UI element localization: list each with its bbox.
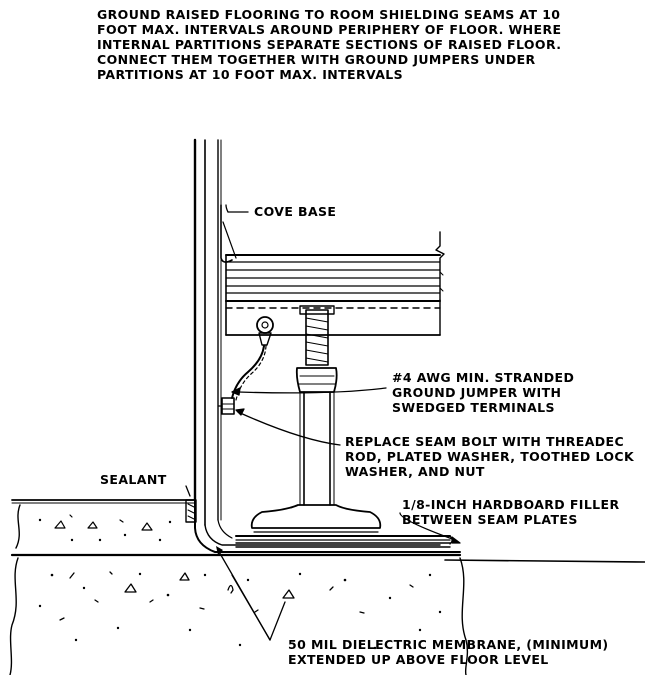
leader-lines xyxy=(186,205,460,640)
topping-dots xyxy=(38,518,172,542)
hardboard-line-1: 1/8-INCH HARDBOARD FILLER xyxy=(402,497,620,512)
jumper-line-1: #4 AWG MIN. STRANDED xyxy=(392,370,575,385)
membrane-label: 50 MIL DIELECTRIC MEMBRANE, (MINIMUM) EX… xyxy=(288,637,609,667)
seam-bolt-line-2: ROD, PLATED WASHER, TOOTHED LOCK xyxy=(345,449,635,464)
header-line-2: FOOT MAX. INTERVALS AROUND PERIPHERY OF … xyxy=(97,22,562,37)
seam-bolt xyxy=(218,398,234,414)
hardboard-label: 1/8-INCH HARDBOARD FILLER BETWEEN SEAM P… xyxy=(402,497,620,527)
header-line-3: INTERNAL PARTITIONS SEPARATE SECTIONS OF… xyxy=(97,37,562,52)
hardboard-filler xyxy=(236,543,450,547)
header-line-5: PARTITIONS AT 10 FOOT MAX. INTERVALS xyxy=(97,67,404,82)
membrane-line-1: 50 MIL DIELECTRIC MEMBRANE, (MINIMUM) xyxy=(288,637,609,652)
raised-floor-panel xyxy=(226,232,444,335)
jumper-line-2: GROUND JUMPER WITH xyxy=(392,385,562,400)
concrete-dots xyxy=(38,572,442,650)
seam-bolt-line-1: REPLACE SEAM BOLT WITH THREADEC xyxy=(345,434,625,449)
sealant-label: SEALANT xyxy=(100,472,167,487)
hardboard-line-2: BETWEEN SEAM PLATES xyxy=(402,512,578,527)
shielding-wall xyxy=(195,140,460,552)
concrete-slab xyxy=(10,555,645,675)
cove-base-label: COVE BASE xyxy=(254,204,337,219)
membrane-arrow-heads xyxy=(216,546,223,555)
concrete-texture xyxy=(60,572,413,620)
header-line-4: CONNECT THEM TOGETHER WITH GROUND JUMPER… xyxy=(97,52,536,67)
floor-topping xyxy=(12,500,195,548)
jumper-label: #4 AWG MIN. STRANDED GROUND JUMPER WITH … xyxy=(392,370,574,415)
header-note: GROUND RAISED FLOORING TO ROOM SHIELDING… xyxy=(97,7,561,82)
seam-bolt-line-3: WASHER, AND NUT xyxy=(345,464,485,479)
membrane-line-2: EXTENDED UP ABOVE FLOOR LEVEL xyxy=(288,652,549,667)
header-line-1: GROUND RAISED FLOORING TO ROOM SHIELDING… xyxy=(97,7,561,22)
pedestal xyxy=(236,306,453,544)
jumper-line-3: SWEDGED TERMINALS xyxy=(392,400,555,415)
ground-jumper xyxy=(232,317,273,400)
cove-base xyxy=(221,205,236,262)
seam-bolt-label: REPLACE SEAM BOLT WITH THREADEC ROD, PLA… xyxy=(345,434,634,479)
